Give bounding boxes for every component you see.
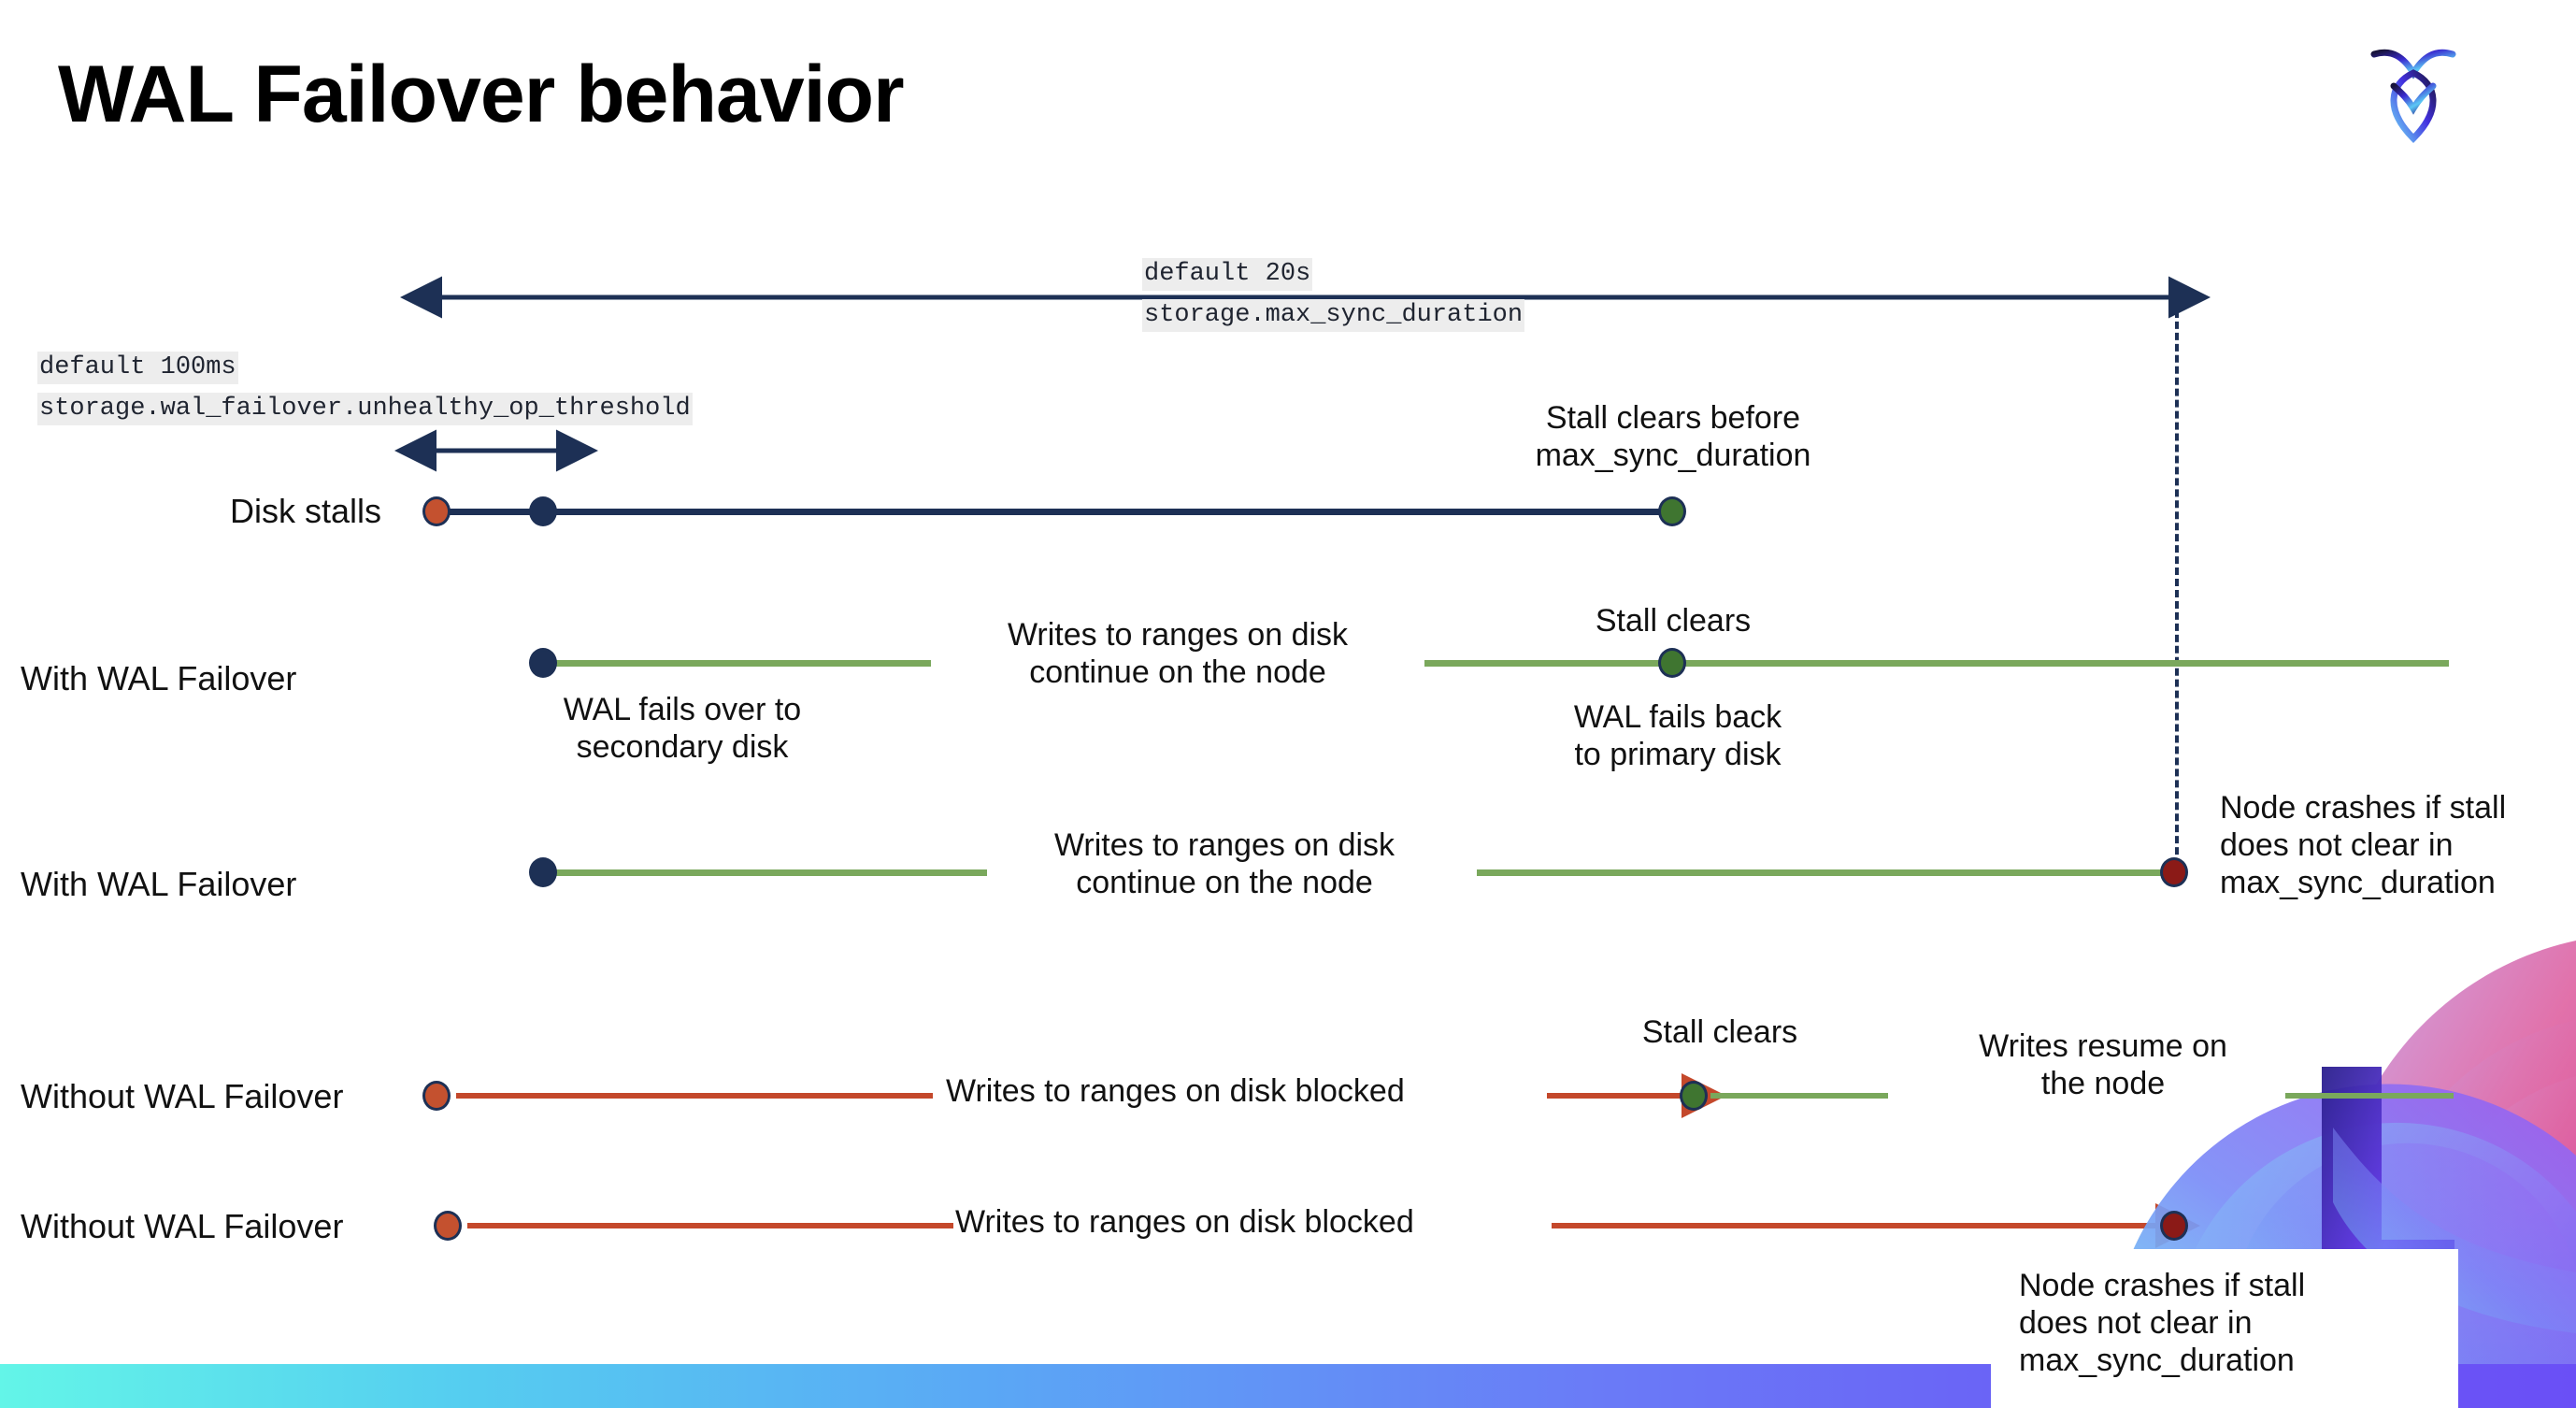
row-label-with-wal-failover-2: With WAL Failover <box>21 865 297 903</box>
unhealthy-op-threshold-default-label: default 100ms <box>37 352 238 384</box>
disk-stall-failover-dot <box>529 496 557 526</box>
with-failover-2-crash-dot <box>2160 857 2188 887</box>
disk-stall-start-dot <box>422 496 451 526</box>
page-title: WAL Failover behavior <box>58 50 905 139</box>
without-failover-2-stall-dot <box>434 1211 462 1241</box>
with-failover-2-crash-note: Node crashes if stall does not clear in … <box>2220 790 2507 900</box>
with-failover-1-failover-dot <box>529 648 557 678</box>
without-failover-1-resume-note: Writes resume on the node <box>1979 1028 2227 1101</box>
disk-stall-clear-dot <box>1658 496 1686 526</box>
with-failover-1-clear-dot <box>1658 648 1686 678</box>
without-failover-2-crash-callout: Node crashes if stall does not clear in … <box>1991 1249 2458 1408</box>
without-failover-1-resume-segment <box>1710 1093 1888 1099</box>
disk-stalls-timeline <box>439 509 1673 515</box>
max-sync-duration-setting-label: storage.max_sync_duration <box>1142 299 1525 332</box>
without-failover-2-crash-note: Node crashes if stall does not clear in … <box>2019 1268 2306 1378</box>
without-failover-1-blocked-note: Writes to ranges on disk blocked <box>946 1073 1405 1109</box>
max-sync-duration-dashed-connector <box>2175 299 2179 877</box>
row-label-disk-stalls: Disk stalls <box>229 492 381 530</box>
row-label-without-wal-failover-1: Without WAL Failover <box>21 1077 344 1115</box>
without-failover-1-stall-dot <box>422 1081 451 1111</box>
with-failover-2-segment-b <box>1477 869 2168 876</box>
with-failover-1-writes-note: Writes to ranges on disk continue on the… <box>1007 617 1349 690</box>
without-failover-2-blocked-note: Writes to ranges on disk blocked <box>955 1204 1414 1240</box>
max-sync-duration-default-label: default 20s <box>1142 258 1313 291</box>
cockroachdb-logo-icon <box>2361 30 2466 144</box>
without-failover-1-resume-segment-2 <box>2285 1093 2454 1099</box>
without-failover-1-blocked-segment <box>456 1093 933 1099</box>
with-failover-2-failover-dot <box>529 857 557 887</box>
disk-stalls-clear-note: Stall clears before max_sync_duration <box>1535 400 1811 473</box>
without-failover-1-stall-clears-note: Stall clears <box>1641 1014 1798 1050</box>
without-failover-2-crash-dot <box>2160 1211 2188 1241</box>
without-failover-2-blocked-segment <box>467 1223 953 1228</box>
with-failover-1-start-note: WAL fails over to secondary disk <box>563 692 802 765</box>
with-failover-1-segment-b <box>1424 660 2449 667</box>
with-failover-1-fails-back-note: WAL fails back to primary disk <box>1573 699 1782 772</box>
without-failover-1-clear-dot <box>1680 1081 1708 1111</box>
with-failover-1-segment-a <box>548 660 931 667</box>
row-label-without-wal-failover-2: Without WAL Failover <box>21 1207 344 1245</box>
with-failover-1-stall-clears-note: Stall clears <box>1595 603 1752 639</box>
row-label-with-wal-failover-1: With WAL Failover <box>21 659 297 697</box>
unhealthy-op-threshold-setting-label: storage.wal_failover.unhealthy_op_thresh… <box>37 393 693 425</box>
with-failover-2-writes-note: Writes to ranges on disk continue on the… <box>1053 827 1395 900</box>
with-failover-2-segment-a <box>548 869 987 876</box>
